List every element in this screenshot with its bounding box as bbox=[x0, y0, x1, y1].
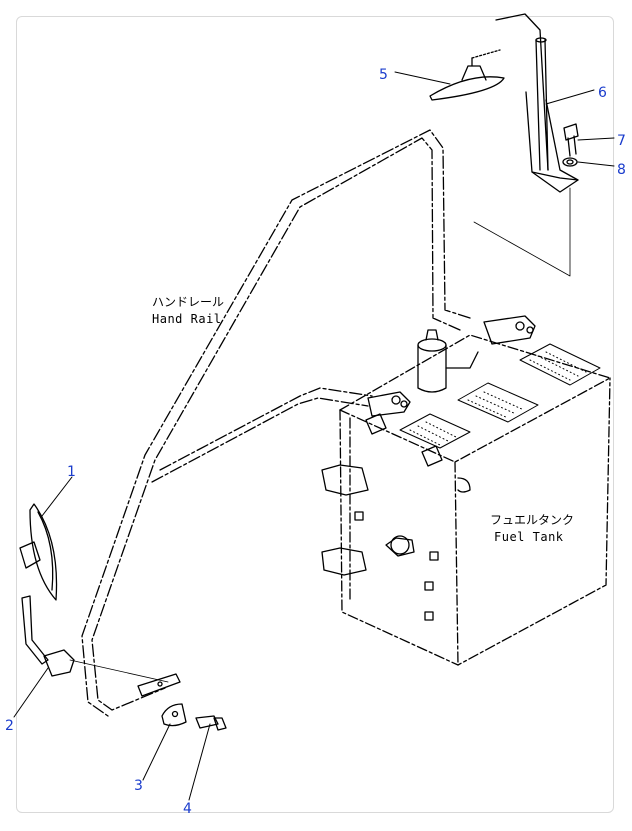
diagram-frame bbox=[16, 16, 614, 813]
part-7-bolt bbox=[563, 123, 579, 157]
fuel-tank bbox=[339, 334, 611, 666]
handrail-label-jp: ハンドレール bbox=[152, 295, 224, 309]
fueltank-label-jp: フュエルタンク bbox=[490, 513, 574, 527]
rail-clamp-upper bbox=[483, 315, 536, 345]
callout-8[interactable]: 8 bbox=[617, 162, 626, 178]
tank-fittings bbox=[321, 413, 471, 621]
callout-6[interactable]: 6 bbox=[598, 85, 607, 101]
part-1-mirror bbox=[19, 503, 58, 601]
callout-4[interactable]: 4 bbox=[183, 801, 192, 817]
rail-clamp-lower bbox=[367, 391, 411, 417]
leader-lines bbox=[13, 71, 615, 801]
part-3-clamp bbox=[161, 703, 187, 727]
callout-2[interactable]: 2 bbox=[5, 718, 14, 734]
callout-1[interactable]: 1 bbox=[67, 464, 76, 480]
part-8-washer bbox=[562, 157, 578, 167]
part-4-bolt bbox=[195, 715, 227, 731]
part-6-bracket bbox=[473, 13, 579, 277]
callout-3[interactable]: 3 bbox=[134, 778, 143, 794]
fueltank-label-en: Fuel Tank bbox=[494, 530, 564, 544]
tank-top-plates bbox=[399, 343, 601, 449]
callout-5[interactable]: 5 bbox=[379, 67, 388, 83]
hand-rail bbox=[81, 129, 471, 717]
part-5-lamp bbox=[429, 49, 505, 101]
part-2-stay bbox=[21, 595, 169, 683]
handrail-label-en: Hand Rail bbox=[152, 312, 222, 326]
fuel-filter bbox=[417, 329, 479, 393]
callout-7[interactable]: 7 bbox=[617, 133, 626, 149]
rail-bracket bbox=[137, 673, 181, 697]
